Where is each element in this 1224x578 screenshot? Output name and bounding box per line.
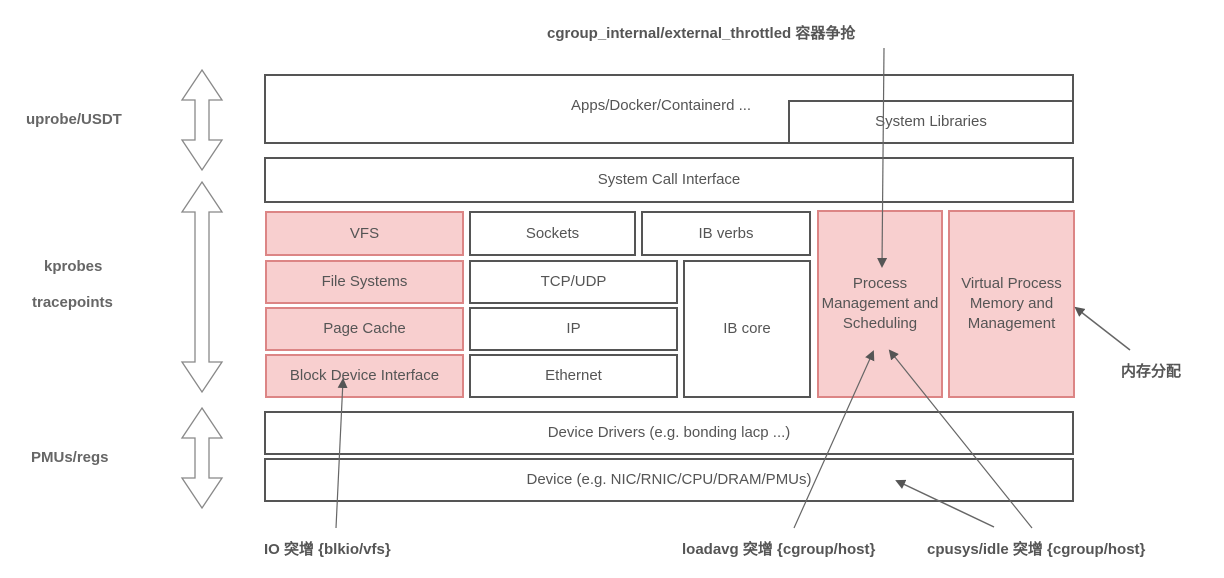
ip-label: IP	[566, 320, 581, 337]
sockets-label: Sockets	[525, 224, 580, 242]
pmus-regs-label: PMUs/regs	[31, 449, 109, 466]
page-cache-label: Page Cache	[323, 320, 406, 337]
uprobe-double-arrow-icon	[180, 68, 224, 172]
ib-core-label: IB core	[723, 320, 771, 337]
tcp-udp-label: TCP/UDP	[540, 273, 607, 290]
ip-box: IP	[469, 307, 678, 351]
memory-alloc-annotation: 内存分配	[1121, 363, 1182, 380]
ib-core-box: IB core	[683, 260, 811, 398]
block-device-interface-label: Block Device Interface	[289, 367, 440, 384]
system-call-interface-box: System Call Interface	[264, 157, 1074, 203]
loadavg-spike-annotation: loadavg 突增 {cgroup/host}	[682, 541, 876, 558]
kprobes-label: kprobes	[44, 258, 103, 275]
tcp-udp-box: TCP/UDP	[469, 260, 678, 304]
ethernet-box: Ethernet	[469, 354, 678, 398]
process-management-label: Process Management and Scheduling	[821, 275, 939, 332]
uprobe-usdt-label: uprobe/USDT	[26, 111, 122, 128]
tracepoints-label: tracepoints	[32, 294, 113, 311]
apps-label: Apps/Docker/Containerd ...	[571, 97, 752, 114]
memory-alloc-arrow	[1074, 306, 1131, 351]
sockets-box: Sockets	[469, 211, 636, 256]
ib-verbs-label: IB verbs	[698, 224, 754, 242]
virtual-memory-box: Virtual Process Memory and Management	[948, 210, 1075, 398]
vfs-box: VFS	[265, 211, 464, 256]
system-libraries-box: System Libraries	[788, 100, 1074, 144]
device-drivers-box: Device Drivers (e.g. bonding lacp ...)	[264, 411, 1074, 455]
virtual-memory-label: Virtual Process Memory and Management	[961, 275, 1062, 332]
cpusys-spike-annotation: cpusys/idle 突增 {cgroup/host}	[927, 541, 1146, 558]
io-spike-annotation: IO 突增 {blkio/vfs}	[264, 541, 391, 558]
device-drivers-label: Device Drivers (e.g. bonding lacp ...)	[547, 424, 791, 441]
device-label: Device (e.g. NIC/RNIC/CPU/DRAM/PMUs)	[526, 471, 812, 488]
vfs-label: VFS	[349, 224, 380, 242]
ib-verbs-box: IB verbs	[641, 211, 811, 256]
file-systems-box: File Systems	[265, 260, 464, 304]
file-systems-label: File Systems	[321, 273, 408, 290]
cgroup-throttled-annotation: cgroup_internal/external_throttled 容器争抢	[547, 25, 856, 42]
system-libraries-label: System Libraries	[875, 113, 987, 130]
process-management-box: Process Management and Scheduling	[817, 210, 943, 398]
block-device-interface-box: Block Device Interface	[265, 354, 464, 398]
pmus-double-arrow-icon	[180, 406, 224, 510]
device-box: Device (e.g. NIC/RNIC/CPU/DRAM/PMUs)	[264, 458, 1074, 502]
page-cache-box: Page Cache	[265, 307, 464, 351]
kprobes-double-arrow-icon	[180, 180, 224, 394]
system-call-interface-label: System Call Interface	[597, 171, 741, 188]
ethernet-label: Ethernet	[545, 367, 602, 384]
